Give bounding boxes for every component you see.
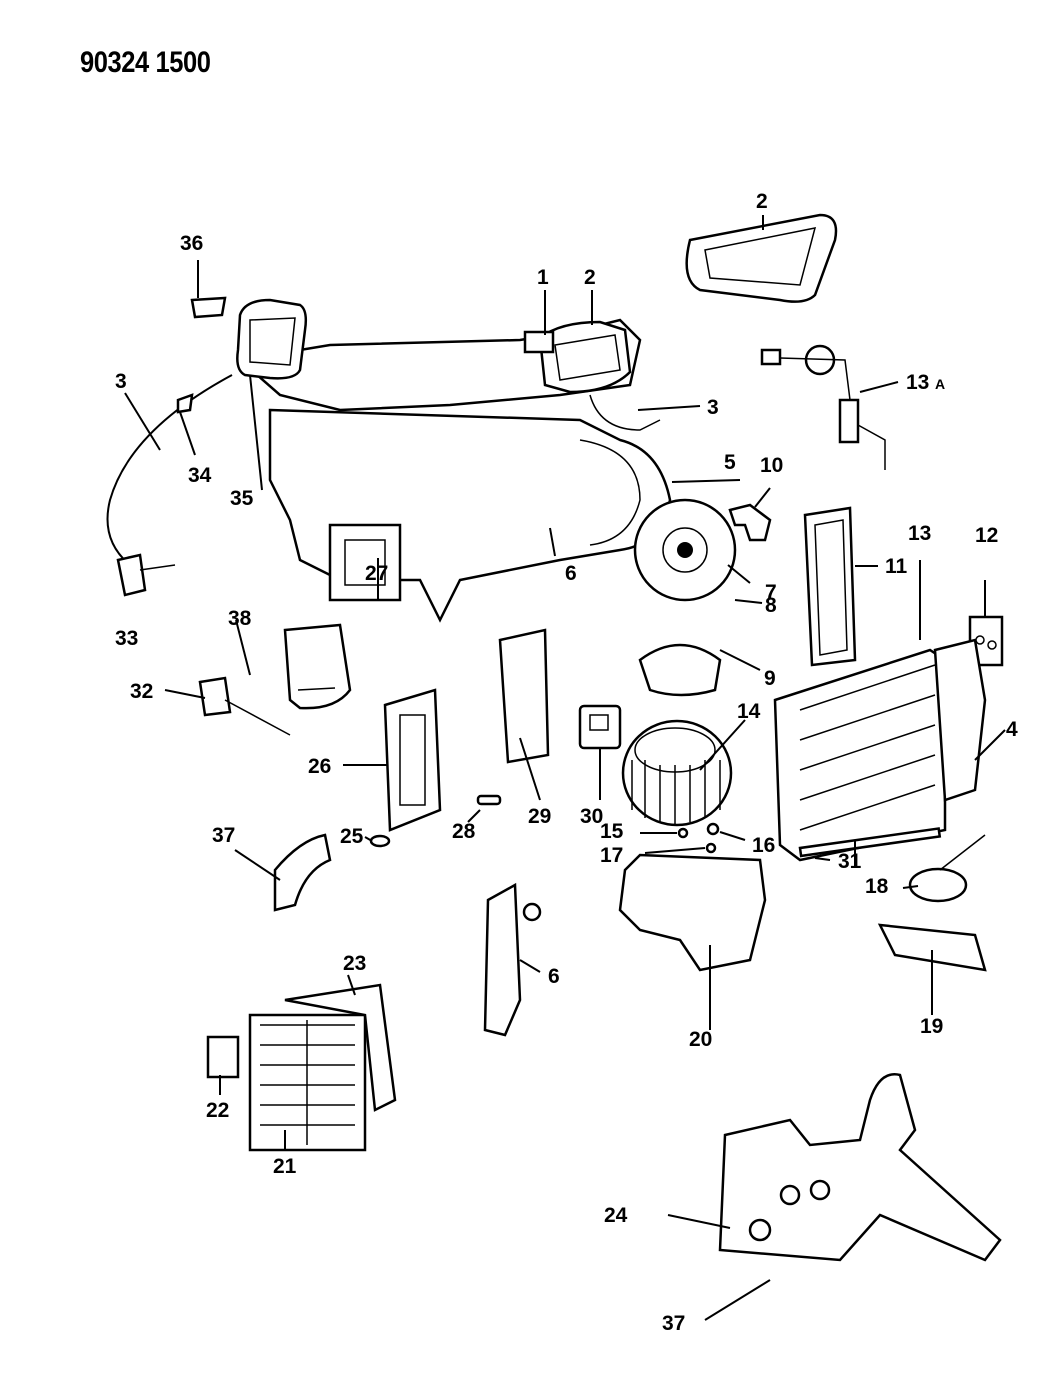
callout-2: 2 <box>756 190 768 213</box>
callout-labels: 1 2 2 3 3 4 5 6 6 7 8 9 10 11 12 13 13 A… <box>115 190 1018 1335</box>
callout-24: 24 <box>604 1204 628 1227</box>
part-seal <box>578 704 622 750</box>
callout-33: 33 <box>115 627 138 650</box>
part-small-clip-28 <box>476 794 502 806</box>
callout-30: 30 <box>580 805 603 828</box>
part-actuator <box>198 676 291 736</box>
callout-9: 9 <box>764 667 776 690</box>
part-screw <box>705 842 717 854</box>
leader-lines <box>124 215 1006 1321</box>
callout-12: 12 <box>975 524 998 547</box>
callout-10: 10 <box>760 454 783 477</box>
part-panel <box>877 923 987 972</box>
part-main-housing <box>268 408 672 623</box>
part-grommet <box>369 834 391 848</box>
callout-37: 37 <box>212 824 235 847</box>
callout-35: 35 <box>230 487 254 510</box>
callout-8: 8 <box>765 594 777 617</box>
part-bracket <box>498 628 550 764</box>
callout-31: 31 <box>838 850 862 873</box>
part-blower-housing <box>618 853 767 972</box>
callout-25: 25 <box>340 825 364 848</box>
part-heater-core <box>248 1013 367 1152</box>
part-blower-motor <box>633 498 737 602</box>
callout-38: 38 <box>228 607 252 630</box>
callout-34: 34 <box>188 464 212 487</box>
callout-21: 21 <box>273 1155 297 1178</box>
part-evaporator-core <box>773 638 987 862</box>
part-sensor <box>760 344 886 470</box>
callout-6: 6 <box>565 562 577 585</box>
callout-7: 7 <box>765 581 777 604</box>
part-gasket <box>638 643 722 697</box>
callout-18: 18 <box>865 875 889 898</box>
part-heater-seal <box>284 983 397 1112</box>
callout-29: 29 <box>528 805 551 828</box>
callout-37: 37 <box>662 1312 685 1335</box>
callout-11: 11 <box>885 555 908 578</box>
part-fitting <box>728 503 772 542</box>
callout-20: 20 <box>689 1028 712 1051</box>
part-top-duct <box>237 318 661 431</box>
part-door <box>383 688 442 832</box>
part-blower-wheel <box>621 719 733 827</box>
part-duct-seal <box>685 213 838 303</box>
callout-23: 23 <box>343 952 366 975</box>
callout-17: 17 <box>600 844 623 867</box>
callout-28: 28 <box>452 820 476 843</box>
part-clip <box>190 260 227 319</box>
callout-13: 13 <box>908 522 931 545</box>
part-bolt <box>522 902 542 922</box>
callout-27: 27 <box>365 562 388 585</box>
part-strip <box>798 827 942 858</box>
part-mounting-bracket <box>483 882 522 1037</box>
callout-13a-suffix: A <box>935 376 945 392</box>
part-washer <box>706 822 720 836</box>
part-control-cable <box>106 374 233 566</box>
part-drain-tube <box>273 833 332 912</box>
callout-2: 2 <box>584 266 596 289</box>
part-vent-outlet <box>236 298 308 380</box>
callout-16: 16 <box>752 834 775 857</box>
callout-32: 32 <box>130 680 153 703</box>
callout-26: 26 <box>308 755 331 778</box>
part-nut <box>677 827 689 839</box>
callout-6: 6 <box>548 965 560 988</box>
callout-3: 3 <box>707 396 719 419</box>
part-heater-plate <box>206 1035 240 1079</box>
callout-3: 3 <box>115 370 127 393</box>
callout-15: 15 <box>600 820 624 843</box>
part-cover <box>283 623 352 710</box>
callout-4: 4 <box>1006 718 1018 741</box>
part-filter-frame <box>803 506 857 667</box>
callout-14: 14 <box>737 700 761 723</box>
callout-13a: 13 <box>906 371 929 394</box>
callout-1: 1 <box>537 266 549 289</box>
callout-36: 36 <box>180 232 203 255</box>
part-control-knob <box>116 553 176 597</box>
callout-19: 19 <box>920 1015 943 1038</box>
part-small-clip <box>176 393 194 414</box>
part-plumbing <box>718 1073 1002 1262</box>
callout-22: 22 <box>206 1099 229 1122</box>
part-grommet-18 <box>908 834 986 903</box>
callout-5: 5 <box>724 451 736 474</box>
diagram-code: 90324 1500 <box>80 46 211 79</box>
